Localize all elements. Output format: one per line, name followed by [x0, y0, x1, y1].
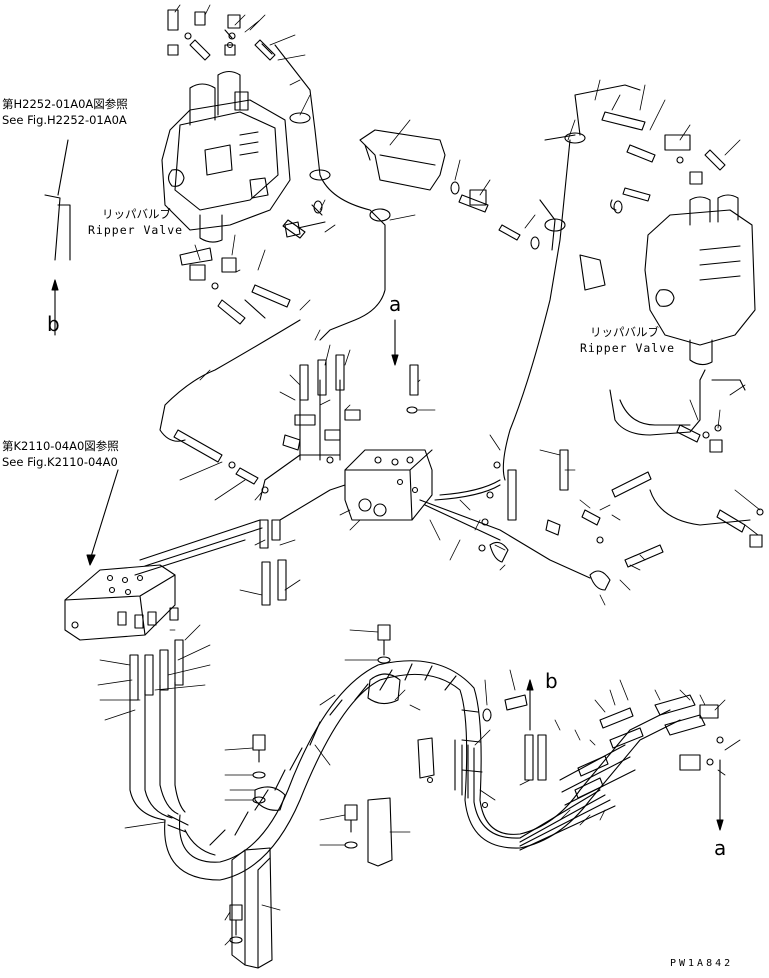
reference-k2110-jp: 第K2110-04A0図参照 — [2, 439, 119, 453]
drawing-number: PW1A842 — [670, 958, 734, 969]
right-valve-label-en: Ripper Valve — [580, 341, 676, 355]
bolts-and-washers — [229, 181, 623, 944]
left-valve-label-jp: リッパバルブ — [102, 207, 171, 221]
hose-bundle — [129, 660, 681, 881]
reference-arrows — [44, 139, 724, 831]
connection-mark-a-bottom: a — [714, 836, 727, 860]
fittings — [117, 9, 763, 799]
right-valve-label-jp: リッパバルブ — [590, 325, 659, 339]
connection-mark-b-left: b — [47, 312, 60, 336]
reference-h2252-jp: 第H2252-01A0A図参照 — [2, 97, 128, 111]
connection-mark-a-top: a — [389, 292, 402, 316]
connection-mark-b-right: b — [545, 669, 558, 693]
hydraulic-lines — [134, 44, 751, 579]
reference-k2110-en: See Fig.K2110-04A0 — [2, 455, 118, 469]
o-rings — [184, 32, 764, 809]
reference-h2252-en: See Fig.H2252-01A0A — [2, 113, 127, 127]
lower-left-manifold-block — [64, 564, 176, 641]
left-ripper-valve — [161, 70, 291, 243]
center-manifold-block — [344, 449, 433, 521]
left-valve-label-en: Ripper Valve — [88, 223, 184, 237]
brackets-and-clamps — [179, 112, 606, 969]
right-ripper-valve — [644, 194, 756, 366]
leader-lines — [97, 4, 761, 946]
